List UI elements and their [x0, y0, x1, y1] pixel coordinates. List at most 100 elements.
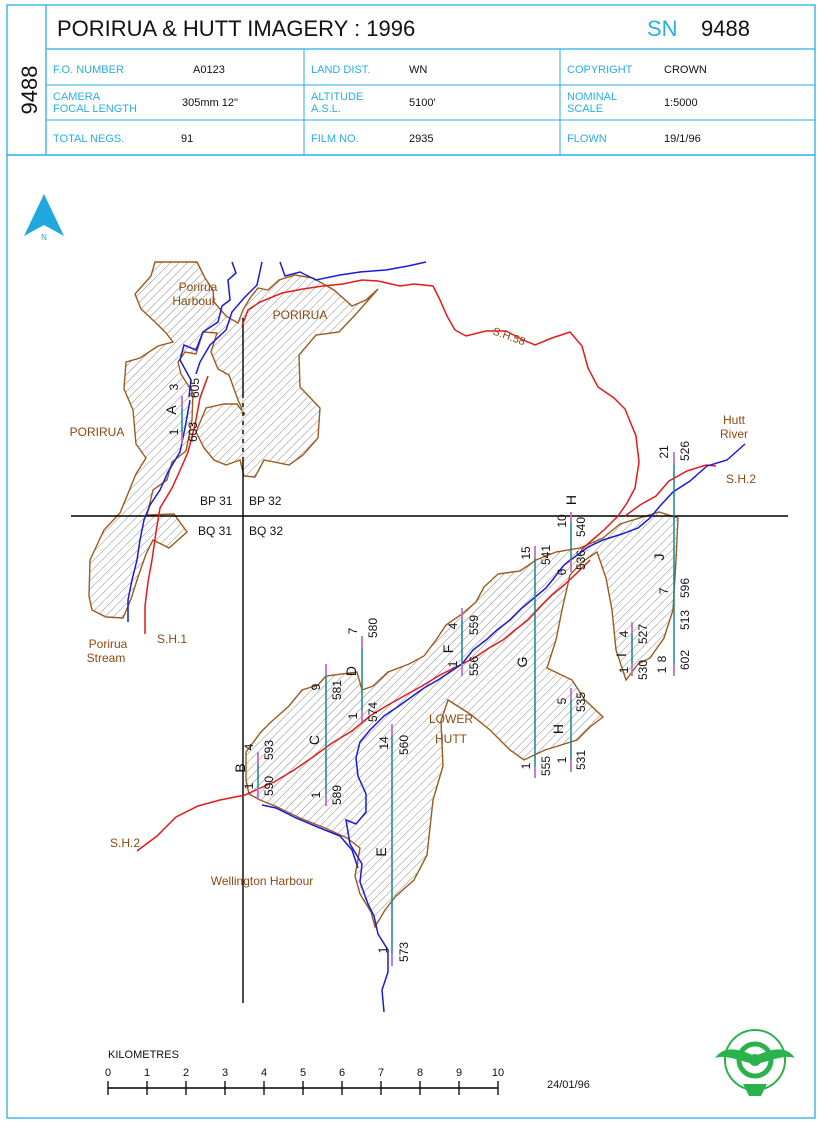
run-count: 10: [555, 514, 569, 528]
run-count: 7: [346, 627, 360, 634]
run-count: 8: [655, 655, 669, 662]
highway-sh58: [241, 279, 640, 551]
porirua-stream-label: Porirua: [89, 637, 128, 651]
porirua-harbour-label: Porirua: [179, 280, 218, 294]
lower-hutt-label: HUTT: [435, 732, 468, 746]
run-letter: J: [651, 554, 667, 561]
grid-lines: BP 31 BP 32 BQ 31 BQ 32: [71, 318, 788, 1003]
run-letter: D: [343, 666, 359, 676]
porirua-shore-east: [195, 261, 263, 375]
frame-number: 535: [574, 692, 588, 712]
hutt-river-label: River: [720, 427, 748, 441]
grid-label-bp31: BP 31: [200, 494, 233, 508]
film-no-label: FILM NO.: [311, 133, 359, 145]
porirua-stream: [127, 399, 191, 622]
run-letter: B: [232, 763, 248, 772]
run-letter: A: [163, 405, 179, 415]
film-no-value: 2935: [409, 133, 433, 145]
frame-number: 602: [678, 650, 692, 670]
total-negs-value: 91: [181, 133, 193, 145]
grid-label-bq31: BQ 31: [198, 524, 232, 538]
run-count: 1: [519, 762, 533, 769]
frame-number: 574: [366, 702, 380, 722]
scale-tick-label: 1: [144, 1067, 150, 1079]
run-letter: I: [613, 653, 629, 657]
nominal-label: NOMINAL: [567, 91, 617, 103]
frame-number: 513: [678, 610, 692, 630]
hutt-river: [345, 443, 746, 1013]
run-count: 3: [167, 383, 181, 390]
hutt-river-label: Hutt: [723, 413, 746, 427]
frame-number: 540: [574, 517, 588, 537]
map-frame: [6, 154, 816, 1119]
frame-number: 536: [574, 550, 588, 570]
diagram-date: 24/01/96: [547, 1079, 590, 1091]
frame-number: 560: [397, 735, 411, 755]
run-count: 21: [657, 445, 671, 459]
run-count: 4: [446, 622, 460, 629]
sheet-number-vertical: 9488: [17, 66, 42, 115]
frame-number: 531: [574, 750, 588, 770]
frame-number: 555: [539, 756, 553, 776]
frame-number: 573: [397, 942, 411, 962]
copyright-label: COPYRIGHT: [567, 64, 633, 76]
grid-label-bp32: BP 32: [249, 494, 282, 508]
porirua-harbour-label: Harbour: [172, 294, 215, 308]
frame-number: 559: [467, 615, 481, 635]
run-count: 15: [519, 546, 533, 560]
scale-tick-label: 9: [456, 1067, 462, 1079]
frame-number: 589: [330, 785, 344, 805]
run-count: 4: [242, 743, 256, 750]
focal-length-label: FOCAL LENGTH: [53, 103, 137, 115]
porirua-stream-label: Stream: [87, 651, 126, 665]
land-dist-label: LAND DIST.: [311, 64, 370, 76]
scale-tick-label: 10: [492, 1067, 504, 1079]
porirua-city-label: PORIRUA: [273, 308, 328, 322]
frame-number: 580: [366, 618, 380, 638]
frame-number: 605: [188, 378, 202, 398]
frame-number: 530: [636, 660, 650, 680]
frame-number: 526: [678, 441, 692, 461]
north-arrow-icon: N: [24, 194, 64, 242]
porirua-harbour-shore: [179, 261, 237, 398]
scale-tick-label: 4: [261, 1067, 267, 1079]
sheet-title: PORIRUA & HUTT IMAGERY : 1996: [57, 16, 415, 41]
north-label: N: [41, 233, 47, 242]
run-letter: G: [514, 657, 530, 668]
run-count: 1: [346, 712, 360, 719]
flight-line-end-ticks: [181, 396, 675, 966]
frame-number: 596: [678, 578, 692, 598]
wellington-harbour-label: Wellington Harbour: [211, 874, 314, 888]
scale-label: SCALE: [567, 103, 603, 115]
run-letter: F: [440, 645, 456, 654]
frame-number: 603: [186, 422, 200, 442]
run-count: 1: [555, 756, 569, 763]
run-letter: H: [563, 495, 579, 505]
sh2-east-label: S.H.2: [726, 472, 756, 486]
scale-tick-label: 3: [222, 1067, 228, 1079]
scale-tick-label: 0: [105, 1067, 111, 1079]
frame-number: 527: [636, 624, 650, 644]
frame-number: 593: [262, 740, 276, 760]
run-count: 1: [167, 428, 181, 435]
nz-aerial-mapping-logo: [715, 1029, 795, 1096]
run-count: 1: [309, 791, 323, 798]
run-count: 1: [242, 782, 256, 789]
scale-tick-label: 2: [183, 1067, 189, 1079]
sn-label: SN: [647, 16, 678, 41]
scale-tick-label: 7: [378, 1067, 384, 1079]
scale-tick-label: 8: [417, 1067, 423, 1079]
header: 9488 PORIRUA & HUTT IMAGERY : 1996 SN 94…: [6, 4, 816, 156]
frame-number: 590: [262, 776, 276, 796]
run-count: 9: [309, 683, 323, 690]
wellington-harbour-shore: [261, 804, 359, 869]
scale-tick-label: 6: [339, 1067, 345, 1079]
fo-number-value: A0123: [193, 64, 225, 76]
highway-sh1: [144, 375, 209, 634]
frame-number: 556: [467, 656, 481, 676]
run-letter: E: [373, 847, 389, 856]
altitude-label: ALTITUDE: [311, 91, 363, 103]
flown-value: 19/1/96: [664, 133, 701, 145]
